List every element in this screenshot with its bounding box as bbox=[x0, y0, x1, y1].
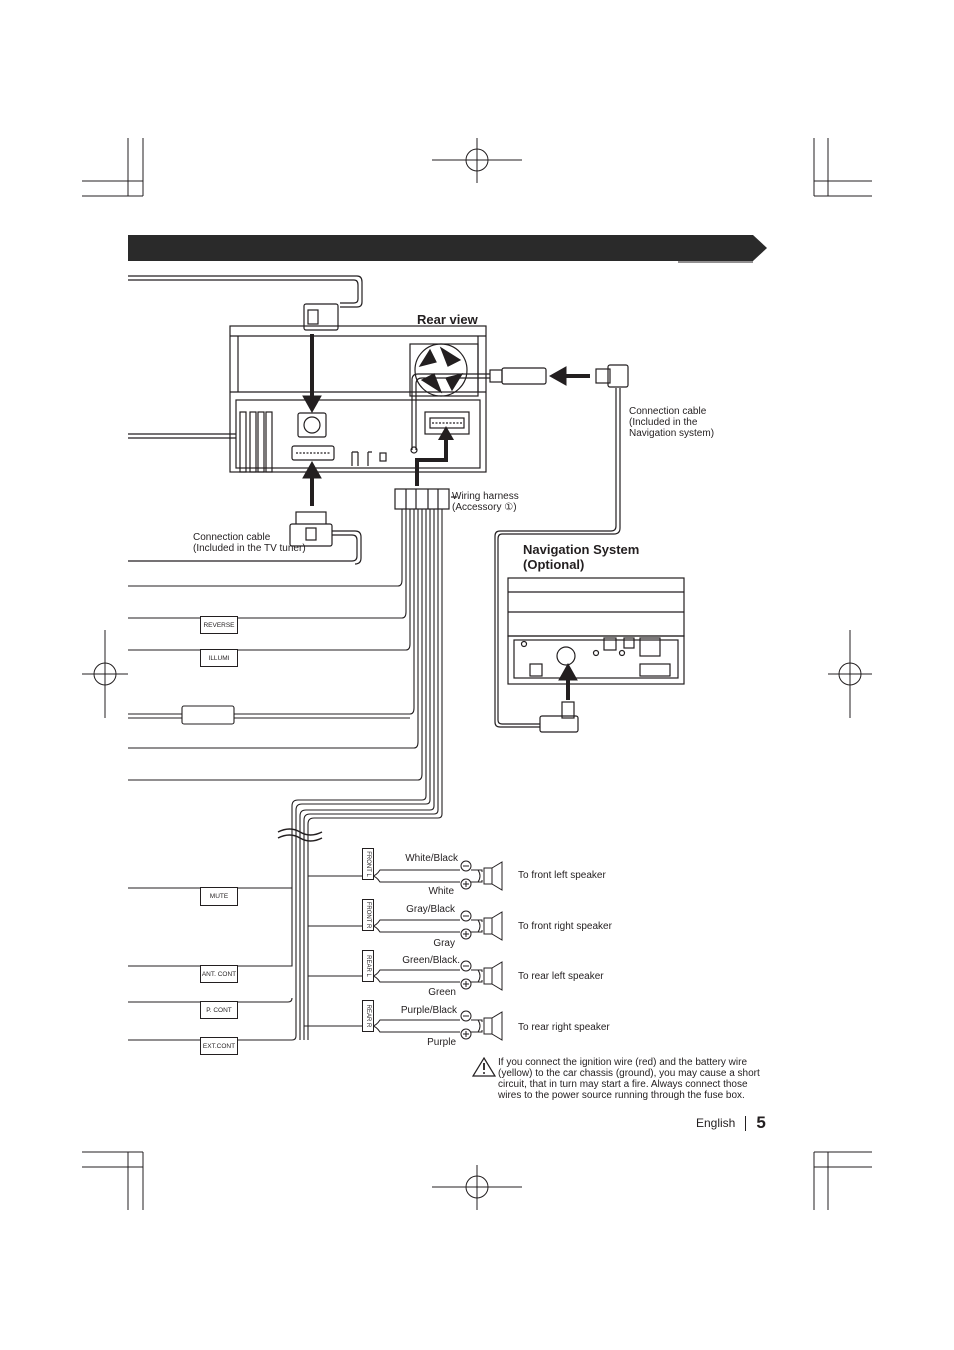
nav-cable-label: Connection cable (Included in the Naviga… bbox=[629, 406, 715, 439]
rear-l-neg-wire: Green/Black. bbox=[402, 955, 460, 966]
rear-l-pos-wire: Green bbox=[428, 987, 456, 998]
wiring-harness-label: Wiring harness (Accessory ①) bbox=[452, 491, 519, 513]
mute-box: MUTE bbox=[200, 887, 238, 906]
page-number: 5 bbox=[756, 1113, 766, 1132]
tv-cable-label: Connection cable (Included in the TV tun… bbox=[193, 532, 306, 554]
front-r-tag: FRONT R bbox=[362, 899, 374, 931]
footer-separator bbox=[745, 1115, 747, 1131]
rear-view-heading: Rear view bbox=[417, 312, 478, 327]
rear-r-neg-wire: Purple/Black bbox=[400, 1005, 457, 1016]
rear-r-pos-wire: Purple bbox=[427, 1037, 456, 1048]
front-l-pos-wire: White bbox=[428, 886, 454, 897]
rear-l-tag: REAR L bbox=[362, 950, 374, 982]
reverse-box: REVERSE bbox=[200, 616, 238, 634]
front-l-dest: To front left speaker bbox=[518, 870, 606, 881]
rear-r-tag: REAR R bbox=[362, 1000, 374, 1032]
front-r-pos-wire: Gray bbox=[433, 938, 455, 949]
front-r-neg-wire: Gray/Black bbox=[406, 904, 455, 915]
ant-cont-box: ANT. CONT bbox=[200, 965, 238, 983]
ext-cont-box: EXT.CONT bbox=[200, 1037, 238, 1055]
rear-l-dest: To rear left speaker bbox=[518, 971, 604, 982]
front-l-neg-wire: White/Black bbox=[405, 853, 458, 864]
footer-language: English bbox=[696, 1116, 736, 1130]
front-l-tag: FRONT L bbox=[362, 848, 374, 880]
p-cont-box: P. CONT bbox=[200, 1001, 238, 1019]
front-r-dest: To front right speaker bbox=[518, 921, 612, 932]
rear-r-dest: To rear right speaker bbox=[518, 1022, 610, 1033]
nav-system-heading: Navigation System (Optional) bbox=[523, 542, 640, 572]
page-footer: English 5 bbox=[696, 1113, 766, 1133]
fire-warning-text: If you connect the ignition wire (red) a… bbox=[498, 1057, 760, 1101]
illumi-box: ILLUMI bbox=[200, 649, 238, 667]
